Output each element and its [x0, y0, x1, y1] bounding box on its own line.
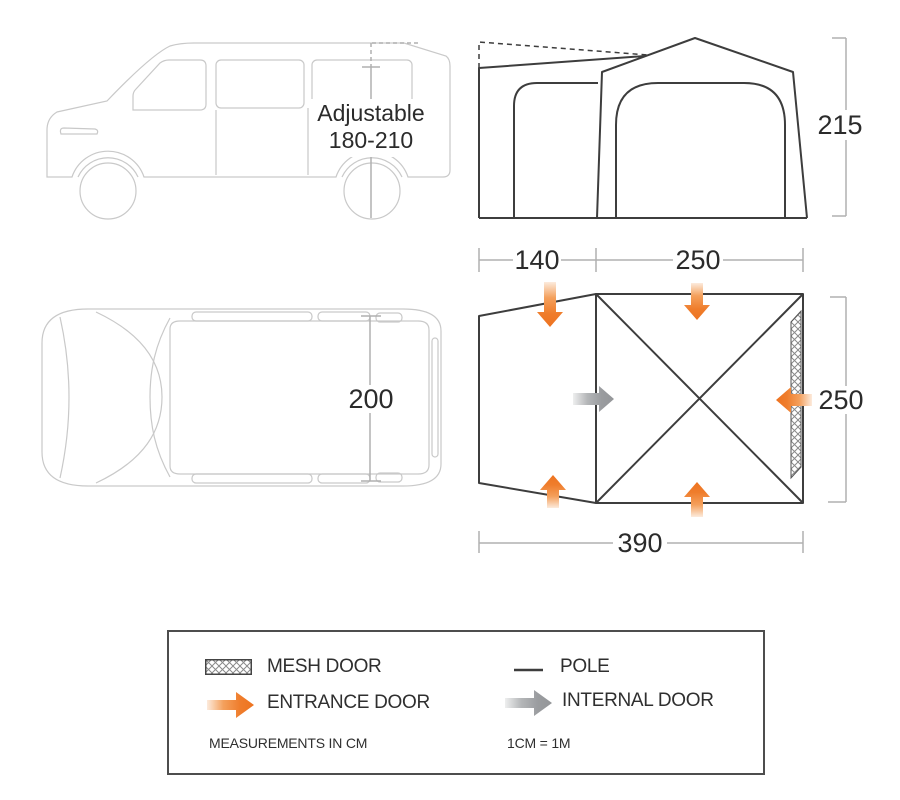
front-adjustable-dashed-outline: [478, 41, 649, 68]
plan-pole-diagonals: [595, 293, 804, 504]
van-side-wheel-arch-inner-rear: [341, 157, 403, 178]
plan-arrows: [537, 282, 812, 517]
van-side-view: [46, 42, 451, 220]
legend-scale-note: 1CM = 1M: [507, 735, 571, 751]
van-side-windshield-window: [132, 59, 207, 111]
van-top-window-strip-6: [375, 472, 403, 483]
plan-tunnel: [478, 293, 597, 504]
mesh-door-swatch: [205, 659, 252, 675]
legend-mesh-door-label: MESH DOOR: [267, 656, 382, 677]
internal-door-arrow: [573, 386, 614, 412]
adjustable-label: Adjustable: [317, 100, 424, 126]
front-tent-door-arch: [615, 82, 786, 218]
van-top-body: [41, 308, 442, 487]
adjustable-range: 180-210: [329, 127, 413, 153]
van-top-window-strip-4: [191, 473, 313, 484]
van-top-window-strip-1: [191, 311, 313, 322]
van-side-body: [46, 42, 451, 178]
legend-measurements-note: MEASUREMENTS IN CM: [209, 735, 368, 751]
van-side-wheel-rear: [343, 162, 401, 220]
internal-door-swatch: [505, 690, 552, 716]
floor-plan: [478, 293, 804, 504]
dim-width-250: 250: [818, 385, 863, 415]
entrance-door-arrow-main-top: [684, 283, 710, 320]
entrance-door-arrow-right: [776, 387, 812, 413]
dim-140-250-row: [478, 248, 804, 272]
pole-swatch: [514, 668, 543, 672]
dim-total-depth-390: 390: [617, 528, 662, 558]
diagram-artwork: Adjustable 180-210 215 140 250 250 390 2…: [41, 37, 864, 558]
dim-front-depth-140: 140: [514, 245, 559, 275]
dim-height-215: 215: [817, 110, 862, 140]
front-tunnel-outline: [478, 55, 646, 218]
entrance-door-arrow-front-top: [537, 282, 563, 327]
van-side-wheel-arch-inner-front: [77, 157, 139, 178]
front-tunnel-door-arch: [513, 82, 598, 218]
van-side-door-seams: [215, 108, 309, 175]
van-top-rear-window-strip: [431, 337, 439, 458]
van-side-wheel-front: [79, 162, 137, 220]
legend-box: MESH DOOR POLE ENTRANCE DOOR INTERNAL DO…: [167, 630, 765, 775]
entrance-door-arrow-main-bottom: [684, 482, 710, 517]
van-top-roof-panel: [169, 320, 430, 475]
van-top-window-strip-3: [375, 312, 403, 323]
van-top-hood-line: [59, 316, 70, 479]
van-top-windshield-outer: [95, 311, 163, 484]
van-top-view: [41, 308, 442, 487]
label-backplates: [309, 99, 864, 556]
entrance-door-swatch: [207, 692, 254, 718]
dim-adjustable-dashed: [370, 42, 418, 67]
dim-main-depth-250: 250: [675, 245, 720, 275]
entrance-door-arrow-front-bottom: [540, 475, 566, 508]
dimension-lines: [361, 37, 847, 553]
legend-internal-door-label: INTERNAL DOOR: [562, 690, 714, 711]
legend-entrance-door-label: ENTRANCE DOOR: [267, 692, 430, 713]
van-side-headlight: [59, 127, 99, 135]
legend-pole-label: POLE: [560, 656, 610, 677]
dim-van-width-200: 200: [348, 384, 393, 414]
front-tent-outline: [596, 37, 808, 219]
van-top-windshield-inner: [149, 317, 171, 478]
van-side-window-middle: [215, 59, 305, 109]
awning-front-view: [478, 37, 808, 219]
